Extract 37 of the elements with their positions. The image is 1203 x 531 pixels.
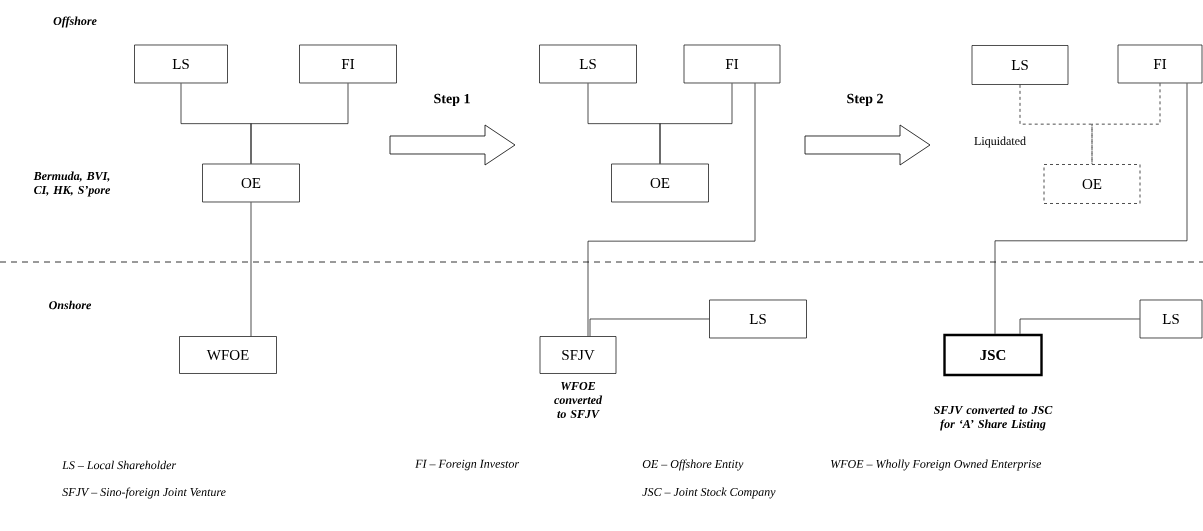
connector-line: [1091, 83, 1161, 165]
entity-box: OE: [202, 163, 300, 203]
entity-box: LS: [539, 44, 637, 84]
step-label: Step 2: [847, 93, 883, 107]
entity-box: LS: [134, 44, 228, 84]
connector-line: [1019, 318, 1140, 335]
legend-entry: LS – Local Shareholder: [62, 460, 177, 470]
region-label: Bermuda, BVI, CI, HK, S’pore: [33, 171, 111, 197]
entity-box: FI: [683, 44, 781, 84]
connector-line: [250, 83, 349, 164]
connector-line: [659, 83, 733, 164]
connector-line: [587, 83, 756, 337]
region-label: Offshore: [53, 16, 97, 28]
entity-box: SFJV: [539, 336, 617, 374]
note-text: SFJV converted to JSC for ‘A’ Share Listing: [933, 405, 1053, 431]
entity-box: FI: [1117, 44, 1203, 84]
entity-box: OE: [1043, 164, 1141, 204]
note-text: WFOE converted to SFJV: [554, 381, 603, 419]
entity-box: FI: [299, 44, 397, 84]
legend-entry: FI – Foreign Investor: [415, 459, 520, 471]
entity-box: OE: [611, 163, 709, 203]
legend-entry: WFOE – Wholly Foreign Owned Enterprise: [831, 459, 1042, 471]
step-label: Step 1: [434, 93, 470, 107]
connector-line: [1019, 84, 1093, 165]
legend-entry: JSC – Joint Stock Company: [642, 487, 776, 499]
connector-line: [994, 83, 1188, 335]
entity-box: LS: [971, 45, 1069, 85]
entity-box: LS: [1139, 299, 1203, 339]
entity-box: WFOE: [179, 336, 277, 374]
legend-entry: SFJV – Sino-foreign Joint Venture: [62, 487, 226, 499]
legend-entry: OE – Offshore Entity: [642, 459, 744, 471]
entity-box: JSC: [943, 333, 1043, 377]
connector-line: [589, 318, 710, 337]
status-label: Liquidated: [974, 136, 1026, 148]
region-label: Onshore: [49, 300, 92, 310]
entity-box: LS: [709, 299, 807, 339]
connector-line: [250, 202, 252, 337]
